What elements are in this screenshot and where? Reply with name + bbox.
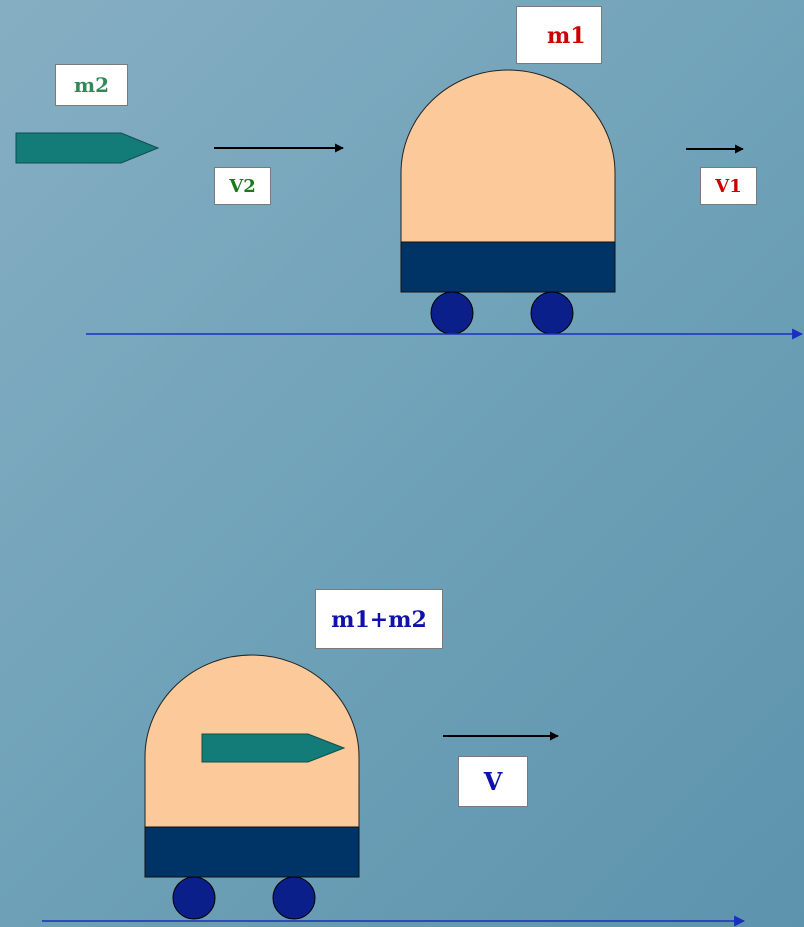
cart-base xyxy=(400,241,616,293)
cart-wheel-left-combined xyxy=(172,876,216,920)
cart-body xyxy=(400,69,616,243)
cart-m1 xyxy=(400,69,616,335)
label-v1: V1 xyxy=(700,167,757,205)
label-v2: V2 xyxy=(214,167,271,205)
cart-base-combined xyxy=(144,826,360,878)
cart-combined xyxy=(144,654,360,920)
label-m2: m2 xyxy=(55,64,128,106)
bullet-m2 xyxy=(15,132,160,164)
cart-wheel-left xyxy=(430,291,474,335)
cart-wheel-right-combined xyxy=(272,876,316,920)
cart-wheel-right xyxy=(530,291,574,335)
embedded-bullet xyxy=(201,733,346,763)
label-m1: m1 xyxy=(516,6,602,64)
label-combined-mass: m1+m2 xyxy=(315,589,443,649)
label-v: V xyxy=(458,756,528,807)
